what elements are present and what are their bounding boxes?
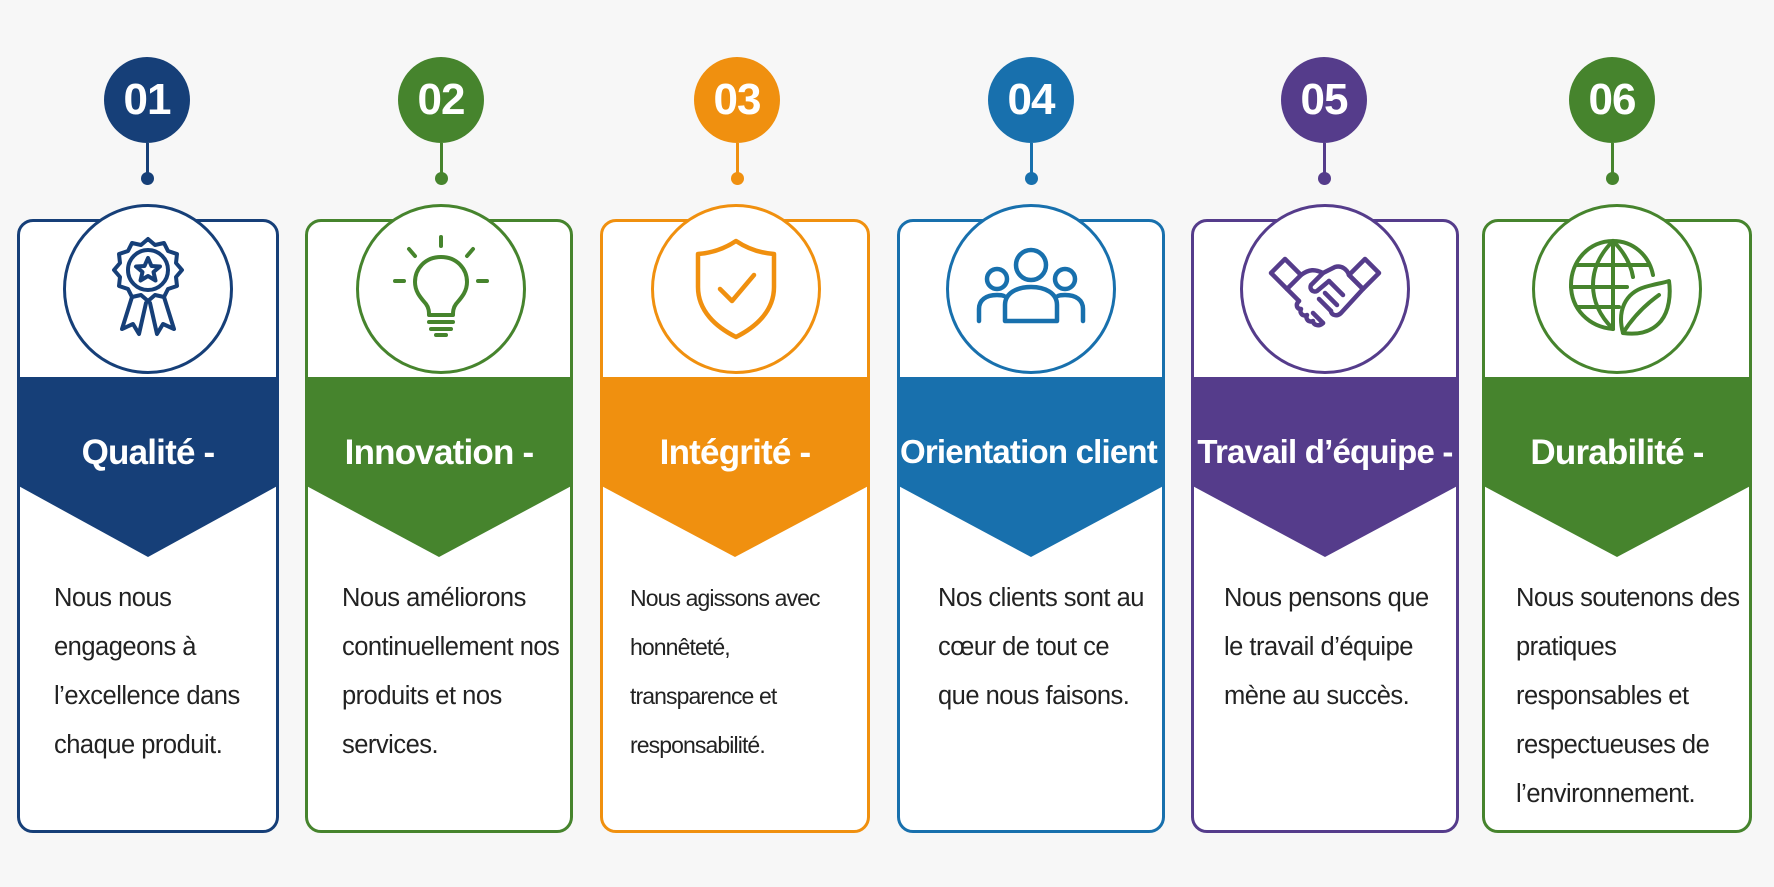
value-card: Durabilité - Nous soutenons des pratique…	[1482, 219, 1752, 833]
number-badge: 06	[1569, 57, 1655, 143]
connector-dot	[731, 172, 744, 185]
number-badge: 01	[104, 57, 190, 143]
value-description: Nous nous engageons à l’excellence dans …	[54, 584, 240, 759]
shield-check-icon	[695, 238, 777, 340]
title-banner: Qualité -	[20, 377, 276, 557]
value-title: Innovation -	[344, 433, 535, 472]
number-badge: 05	[1281, 57, 1367, 143]
connector-line	[1611, 143, 1614, 176]
icon-circle	[1532, 204, 1702, 374]
icon-circle	[356, 204, 526, 374]
value-description: Nous pensons que le travail d’équipe mèn…	[1224, 584, 1429, 710]
handshake-icon	[1268, 256, 1382, 328]
icon-circle	[651, 204, 821, 374]
value-title: Orientation client -	[900, 433, 1165, 470]
connector-dot	[1025, 172, 1038, 185]
value-title: Intégrité -	[659, 433, 811, 472]
lightbulb-icon	[393, 235, 489, 337]
value-description: Nos clients sont au cœur de tout ce que …	[938, 584, 1144, 710]
connector-line	[736, 143, 739, 176]
award-ribbon-icon	[112, 237, 184, 336]
connector-dot	[141, 172, 154, 185]
globe-leaf-icon	[1569, 239, 1672, 336]
connector-line	[1323, 143, 1326, 176]
value-title: Qualité -	[81, 433, 216, 472]
title-banner: Orientation client -	[900, 377, 1162, 557]
connector-dot	[1318, 172, 1331, 185]
value-description: Nous améliorons continuellement nos prod…	[342, 584, 560, 759]
connector-dot	[435, 172, 448, 185]
number-badge: 04	[988, 57, 1074, 143]
value-title: Durabilité -	[1530, 433, 1704, 472]
title-banner: Intégrité -	[603, 377, 867, 557]
icon-circle	[946, 204, 1116, 374]
title-banner: Durabilité -	[1485, 377, 1749, 557]
title-banner: Travail d’équipe -	[1194, 377, 1456, 557]
connector-dot	[1606, 172, 1619, 185]
number-badge: 03	[694, 57, 780, 143]
value-description: Nous agissons avec honnêteté, transparen…	[630, 585, 821, 758]
value-description: Nous soutenons des pratiques responsable…	[1516, 584, 1740, 808]
connector-line	[440, 143, 443, 176]
icon-circle	[1240, 204, 1410, 374]
number-badge: 02	[398, 57, 484, 143]
value-title: Travail d’équipe -	[1197, 433, 1453, 470]
people-group-icon	[976, 247, 1086, 324]
connector-line	[1030, 143, 1033, 176]
title-banner: Innovation -	[308, 377, 570, 557]
icon-circle	[63, 204, 233, 374]
connector-line	[146, 143, 149, 176]
